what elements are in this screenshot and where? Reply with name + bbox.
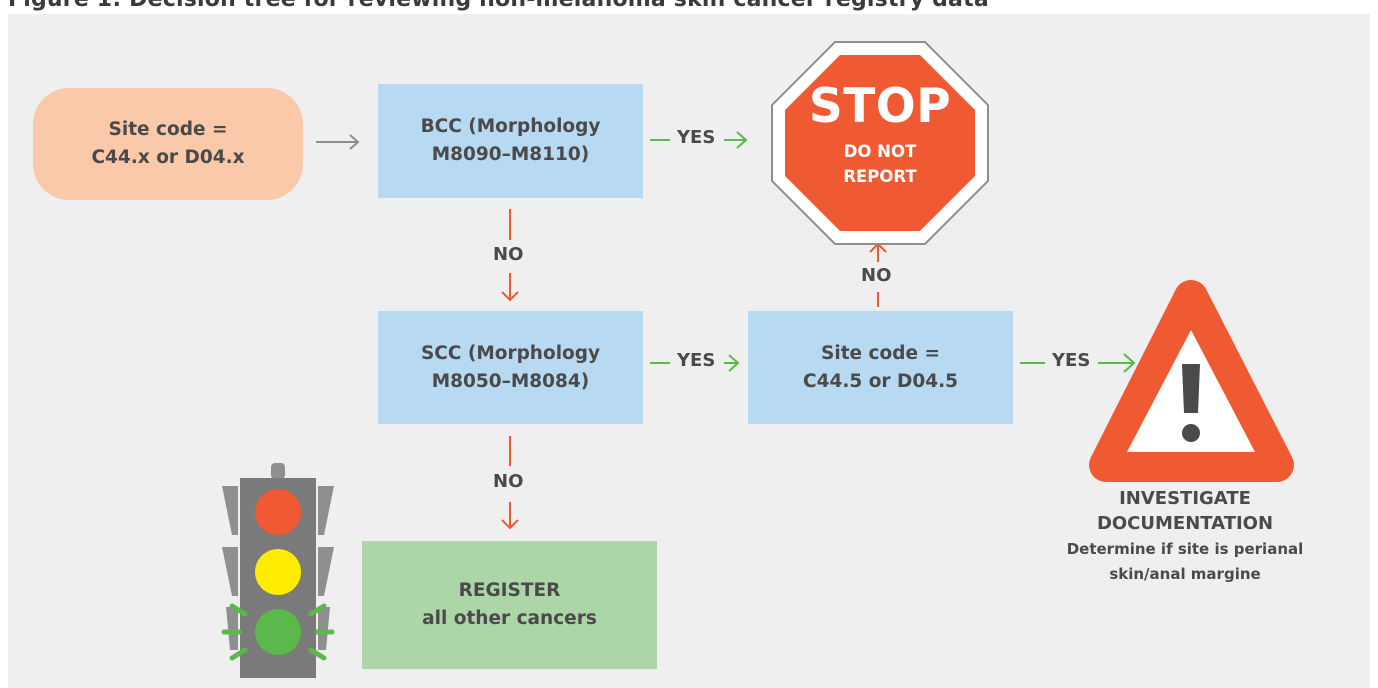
decision-site-code-perianal: Site code = C44.5 or D04.5 (748, 311, 1013, 424)
decision-bcc: BCC (Morphology M8090–M8110) (378, 84, 643, 198)
register-node-line-2: all other cancers (422, 608, 597, 629)
start-node-line-1: Site code = (108, 119, 228, 140)
arrow-scc-no (501, 436, 519, 530)
arrow-start-to-bcc (316, 134, 360, 150)
investigate-block: INVESTIGATE DOCUMENTATION Determine if s… (1040, 486, 1330, 586)
decision-bcc-line-1: BCC (Morphology (420, 116, 601, 137)
edge-label-bcc-yes: YES (677, 127, 716, 148)
edge-label-scc-yes: YES (677, 350, 716, 371)
decision-scc-line-1: SCC (Morphology (420, 342, 601, 364)
start-node-site-code: Site code = C44.x or D04.x (33, 88, 303, 200)
arrow-scc-yes (650, 354, 740, 372)
traffic-light-icon (221, 463, 335, 678)
decision-site-code-line-1: Site code = (821, 342, 940, 364)
register-node: REGISTER all other cancers (362, 541, 657, 669)
investigate-detail-line-2: skin/anal margine (1109, 565, 1261, 583)
stop-sign-icon (771, 41, 989, 245)
investigate-title-line-2: DOCUMENTATION (1096, 513, 1274, 534)
edge-label-site-yes: YES (1052, 350, 1091, 371)
figure-caption-strip: Figure 1: Decision tree for reviewing no… (0, 0, 1378, 12)
investigate-detail-line-1: Determine if site is perianal (1066, 540, 1304, 558)
warning-triangle-icon (1089, 280, 1294, 482)
investigate-title-line-1: INVESTIGATE (1119, 488, 1251, 509)
edge-label-site-no: NO (861, 265, 892, 286)
decision-scc-line-2: M8050–M8084) (431, 370, 590, 392)
decision-bcc-line-2: M8090–M8110) (431, 144, 590, 165)
edge-label-scc-no: NO (493, 471, 524, 492)
arrow-site-check-yes (1020, 353, 1136, 373)
start-node-line-2: C44.x or D04.x (91, 147, 245, 168)
stop-sign-title: STOP (808, 79, 952, 134)
decision-site-code-line-2: C44.5 or D04.5 (803, 370, 958, 392)
stop-sign-subtitle-line-2: REPORT (843, 167, 917, 186)
stop-sign-subtitle: DO NOT REPORT (793, 139, 967, 189)
arrow-bcc-no (501, 209, 519, 302)
decision-scc: SCC (Morphology M8050–M8084) (378, 311, 643, 424)
figure-caption: Figure 1: Decision tree for reviewing no… (8, 0, 989, 12)
arrow-bcc-yes (650, 131, 748, 149)
edge-label-bcc-no: NO (493, 244, 524, 265)
register-node-line-1: REGISTER (458, 580, 561, 601)
stop-sign-subtitle-line-1: DO NOT (843, 142, 917, 161)
